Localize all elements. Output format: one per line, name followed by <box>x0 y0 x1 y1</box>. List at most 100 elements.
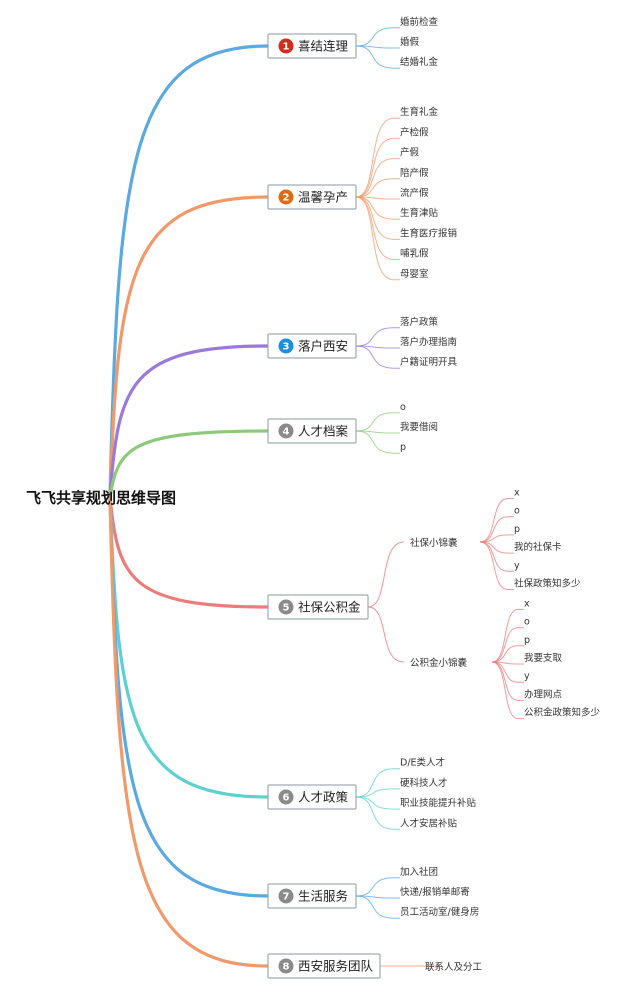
leaf-label-2-8[interactable]: 哺乳假 <box>400 248 429 260</box>
leaf-label-2-6[interactable]: 生育津贴 <box>400 207 439 219</box>
leaf-label-6-1[interactable]: D/E类人才 <box>400 757 445 769</box>
leaf-label-6-4[interactable]: 人才安居补贴 <box>400 817 458 829</box>
leaf-link-5-1-2 <box>479 516 514 543</box>
branch-node-1[interactable]: 1 喜结连理 <box>267 33 357 59</box>
leaf-label-5-2-7[interactable]: 公积金政策知多少 <box>524 707 601 719</box>
leaf-label-5-2-3[interactable]: p <box>524 635 530 646</box>
leaf-label-2-9[interactable]: 母婴室 <box>400 268 429 280</box>
leaf-link-2-3 <box>355 158 400 198</box>
leaf-link-6-2 <box>355 788 400 798</box>
leaf-label-6-2[interactable]: 硬科技人才 <box>400 777 448 789</box>
branch-label-3: 落户西安 <box>298 339 348 354</box>
leaf-label-4-1[interactable]: o <box>400 402 406 413</box>
leaf-link-7-1 <box>355 877 400 897</box>
branch-label-6: 人才政策 <box>298 790 349 805</box>
leaf-label-6-3[interactable]: 职业技能提升补贴 <box>400 797 477 809</box>
branch-link-2 <box>108 195 270 499</box>
leaf-link-1-3 <box>355 45 400 69</box>
number-badge-icon <box>278 789 294 805</box>
leaf-label-2-5[interactable]: 流产假 <box>400 187 429 199</box>
leaf-label-3-2[interactable]: 落户办理指南 <box>400 336 457 348</box>
branch-number: 4 <box>283 427 290 438</box>
branch-label-4: 人才档案 <box>298 424 349 439</box>
leaf-label-2-1[interactable]: 生育礼金 <box>400 106 439 118</box>
branch-label-7: 生活服务 <box>298 889 348 904</box>
leaf-label-2-4[interactable]: 陪产假 <box>400 167 429 179</box>
branch-number: 8 <box>283 962 290 973</box>
leaf-link-2-5 <box>355 196 400 200</box>
leaf-label-3-1[interactable]: 落户政策 <box>400 316 439 328</box>
branch-box-5[interactable] <box>267 594 369 620</box>
leaf-link-2-7 <box>355 196 400 240</box>
number-badge-icon <box>278 599 294 615</box>
leaf-label-5-1-3[interactable]: p <box>514 524 520 535</box>
leaf-label-5-2-2[interactable]: o <box>524 617 530 628</box>
branch-link-4 <box>108 429 270 499</box>
branch-link-3 <box>108 344 270 499</box>
branch-box-8[interactable] <box>267 953 381 979</box>
leaf-link-2-9 <box>355 196 400 281</box>
leaf-label-1-1[interactable]: 婚前检查 <box>400 16 439 28</box>
leaf-link-4-2 <box>355 430 400 434</box>
leaf-link-6-3 <box>355 796 400 810</box>
leaf-label-4-2[interactable]: 我要借阅 <box>400 421 438 433</box>
branch-number: 1 <box>283 42 290 53</box>
leaf-label-2-2[interactable]: 产检假 <box>400 126 429 138</box>
leaf-link-5-2-6 <box>491 661 524 701</box>
sub-node-label-2[interactable]: 公积金小锦囊 <box>410 657 468 669</box>
leaf-label-7-3[interactable]: 员工活动室/健身房 <box>400 906 479 918</box>
number-badge-icon <box>278 338 294 354</box>
number-badge-icon <box>278 189 294 205</box>
sub-node-label-1[interactable]: 社保小锦囊 <box>410 537 458 549</box>
branch-node-7[interactable]: 7 生活服务 <box>267 883 357 909</box>
leaf-label-5-1-2[interactable]: o <box>514 506 520 517</box>
leaf-link-2-6 <box>355 196 400 220</box>
leaf-label-5-2-4[interactable]: 我要支取 <box>524 652 563 664</box>
root-title: 飞飞共享规划思维导图 <box>26 489 176 507</box>
branch-number: 7 <box>283 892 290 903</box>
leaf-label-5-2-1[interactable]: x <box>524 598 530 609</box>
branch-label-1: 喜结连理 <box>298 39 349 54</box>
leaf-link-5-1-3 <box>479 534 514 543</box>
leaf-link-5-2-3 <box>491 645 524 663</box>
branch-number: 5 <box>283 603 290 614</box>
leaf-label-5-1-1[interactable]: x <box>514 488 520 499</box>
links-layer <box>108 27 524 968</box>
leaf-link-5-2-1 <box>491 608 524 663</box>
leaf-label-4-3[interactable]: p <box>400 442 406 453</box>
leaf-link-1-2 <box>355 45 400 49</box>
leaf-label-1-2[interactable]: 婚假 <box>400 36 420 48</box>
leaf-label-7-1[interactable]: 加入社团 <box>400 866 438 878</box>
leaf-link-2-4 <box>355 178 400 198</box>
leaf-link-2-1 <box>355 117 400 198</box>
leaf-label-1-3[interactable]: 结婚礼金 <box>400 56 439 68</box>
leaf-label-5-1-6[interactable]: 社保政策知多少 <box>514 578 581 590</box>
branch-link-1 <box>108 44 270 499</box>
number-badge-icon <box>278 958 294 974</box>
number-badge-icon <box>278 423 294 439</box>
leaf-label-3-3[interactable]: 户籍证明开具 <box>400 356 458 368</box>
leaf-label-5-1-4[interactable]: 我的社保卡 <box>514 541 562 553</box>
leaf-label-5-2-5[interactable]: y <box>524 671 530 682</box>
leaf-link-5-2-5 <box>491 661 524 683</box>
leaf-link-5-1-1 <box>479 498 514 543</box>
leaf-label-2-3[interactable]: 产假 <box>400 147 420 159</box>
branch-link-8 <box>108 495 270 968</box>
leaf-label-5-1-5[interactable]: y <box>514 560 520 571</box>
number-badge-icon <box>278 38 294 54</box>
branch-link-6 <box>108 495 270 799</box>
leaf-label-2-7[interactable]: 生育医疗报销 <box>400 227 458 239</box>
leaf-link-7-3 <box>355 895 400 919</box>
leaf-link-5-1-5 <box>479 541 514 572</box>
leaf-label-5-2-6[interactable]: 办理网点 <box>524 688 563 700</box>
leaf-label-7-2[interactable]: 快递/报销单邮寄 <box>400 886 470 898</box>
leaf-link-4-3 <box>355 430 400 454</box>
leaf-label-8-1[interactable]: 联系人及分工 <box>425 962 483 973</box>
branch-node-4[interactable]: 4 人才档案 <box>267 418 357 444</box>
